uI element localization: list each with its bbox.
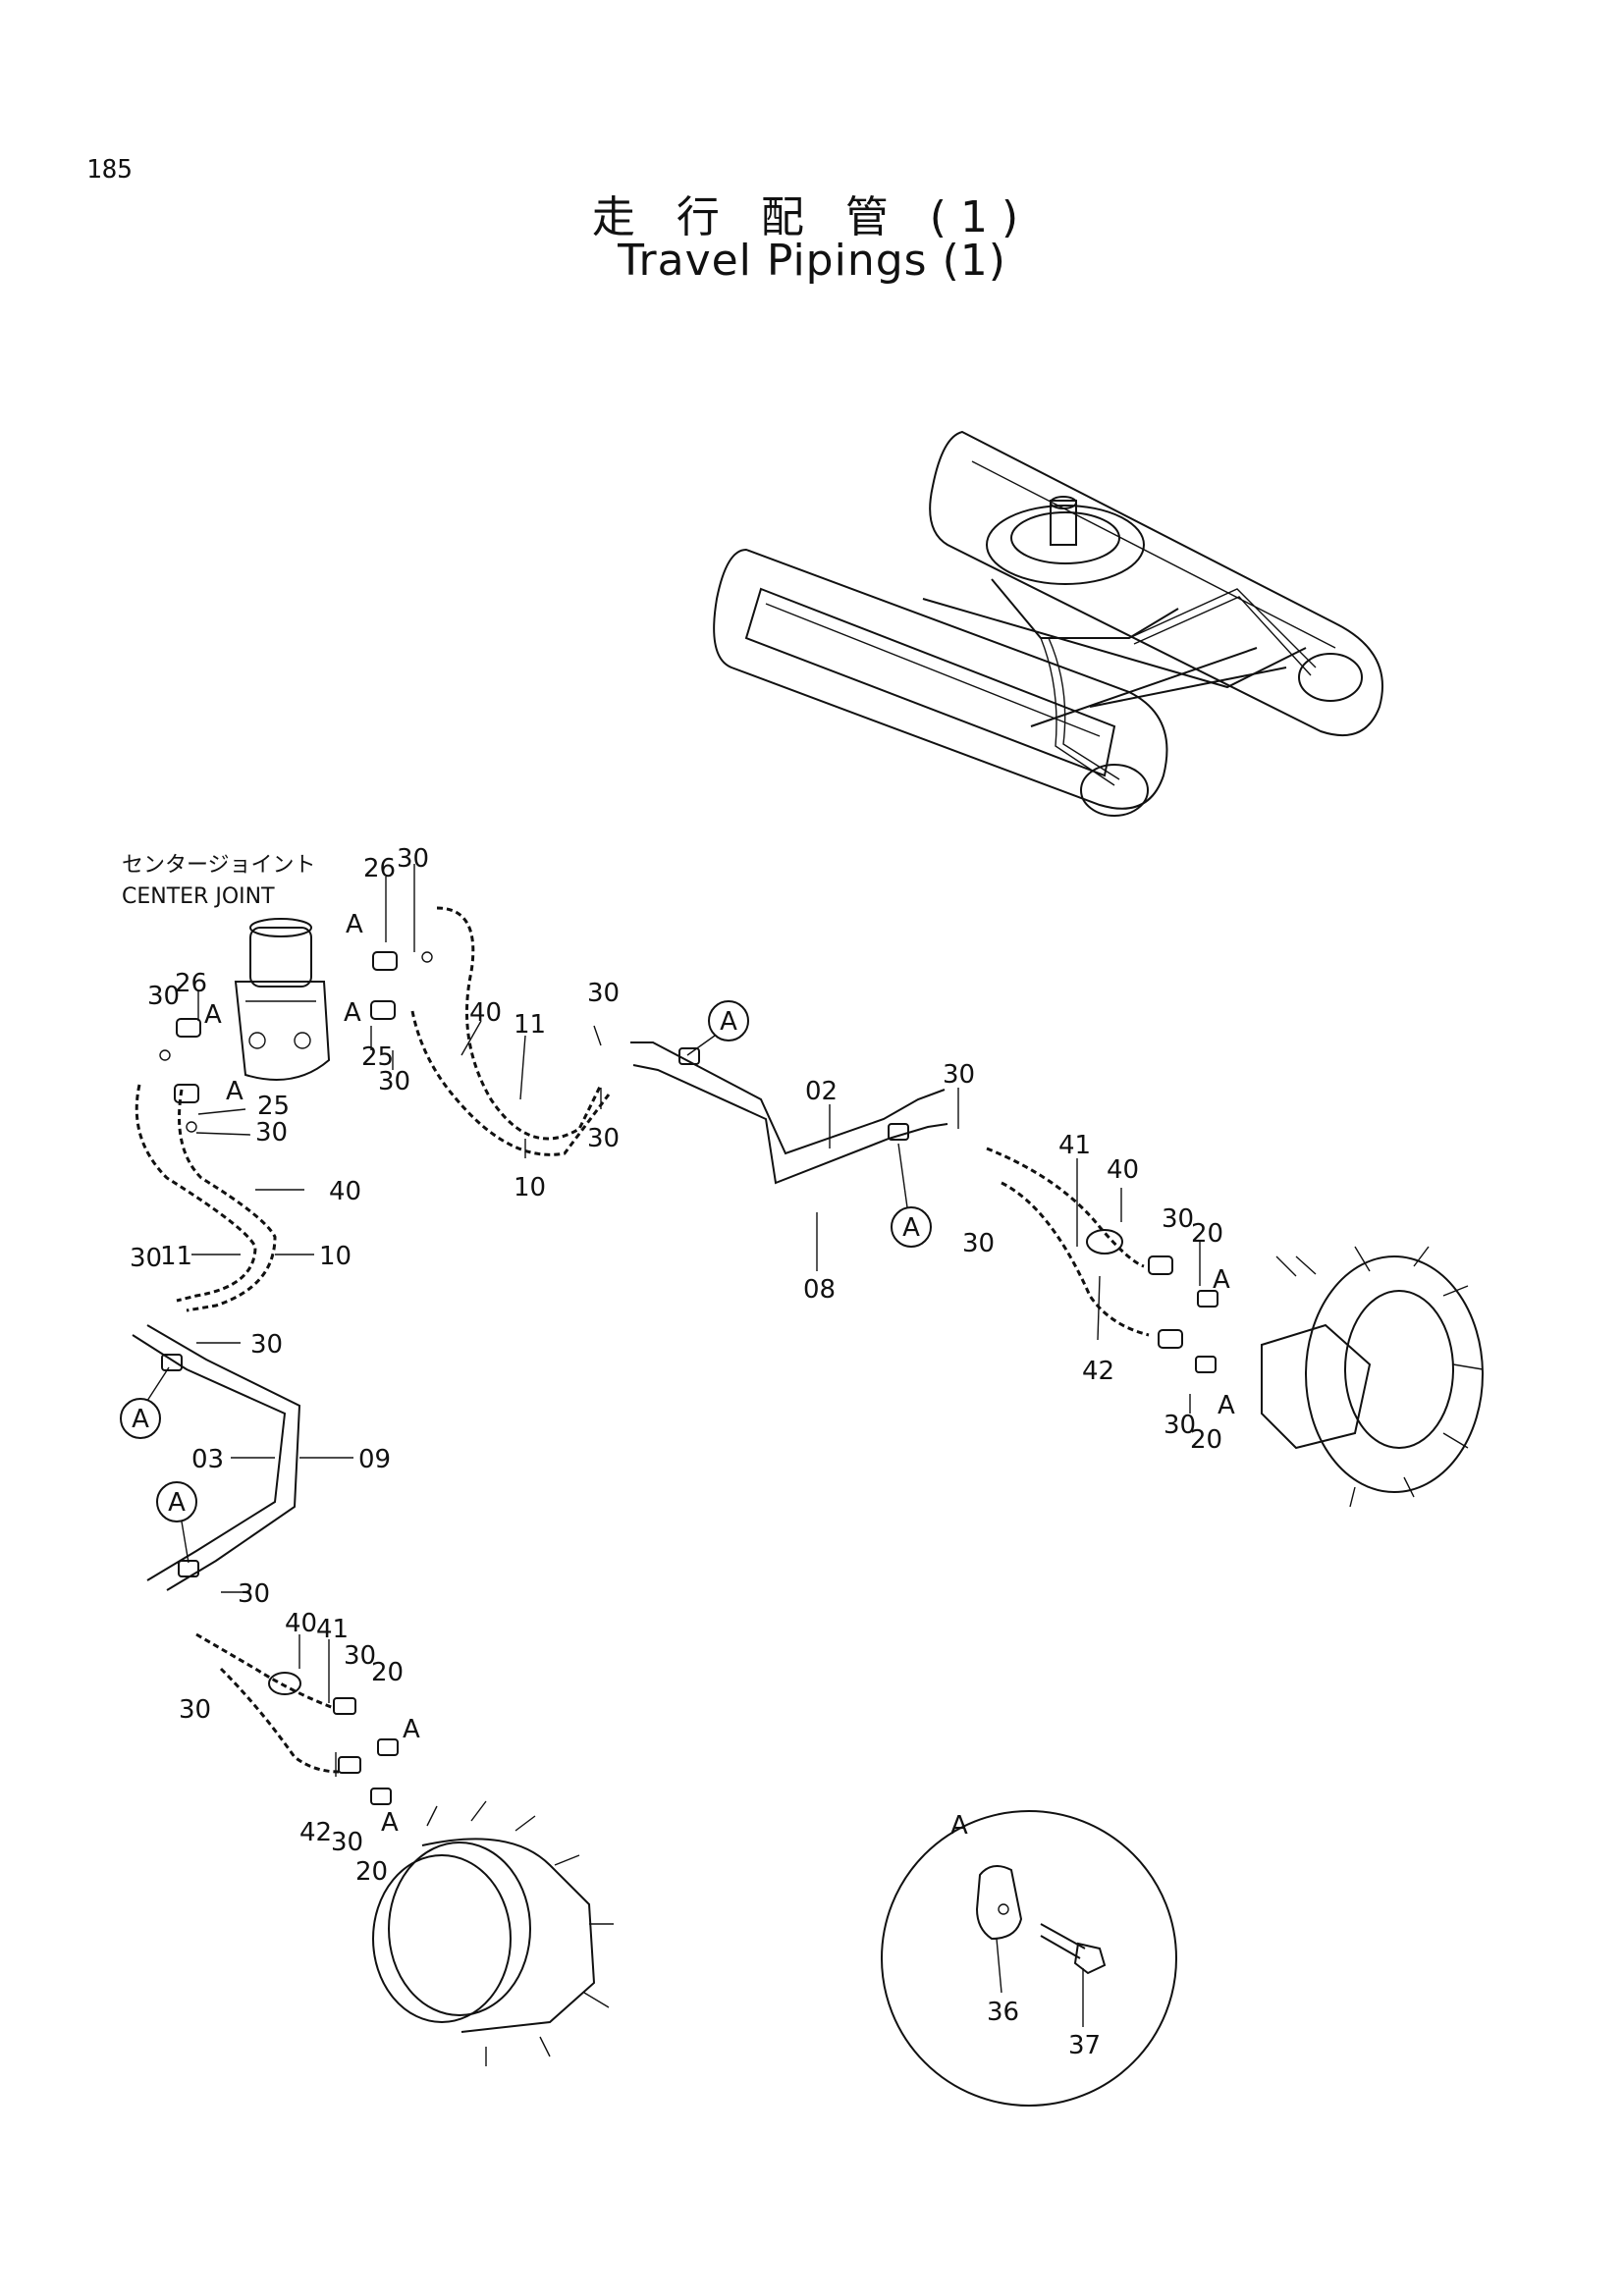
center-joint-fittings	[159, 951, 433, 1133]
callout-26-top: 26	[363, 854, 396, 883]
callout-11-top: 11	[514, 1010, 546, 1040]
callout-20-right: 20	[1191, 1219, 1223, 1249]
detail-a-label: A	[950, 1811, 968, 1841]
callout-10-left: 10	[319, 1242, 352, 1271]
callout-a-lower2: A	[381, 1808, 399, 1838]
callout-a-left2: A	[226, 1077, 244, 1106]
clamp-marker-left-upper: A	[120, 1366, 170, 1439]
callout-40-lower: 40	[285, 1609, 317, 1638]
hose-left-pair	[135, 1084, 277, 1312]
callout-leaders	[191, 864, 1201, 1777]
callout-03: 03	[191, 1445, 224, 1474]
callout-10-top: 10	[514, 1173, 546, 1202]
callout-30-top3: 30	[587, 979, 620, 1008]
undercarriage-overview	[713, 430, 1383, 817]
center-joint-label-en: CENTER JOINT	[122, 884, 275, 909]
callout-26-left: 26	[175, 969, 207, 998]
callout-a-left: A	[204, 1000, 222, 1030]
callout-20-lower: 20	[371, 1658, 404, 1687]
callout-09: 09	[358, 1445, 391, 1474]
callout-40-left: 40	[329, 1177, 361, 1206]
detail-a-view	[881, 1810, 1177, 2107]
callout-30-mid2: 30	[962, 1229, 995, 1258]
callout-30-top2: 30	[378, 1067, 410, 1096]
callout-a-top: A	[346, 910, 363, 939]
callout-30-top4: 30	[587, 1124, 620, 1153]
callout-36: 36	[987, 1998, 1019, 2027]
callout-42-right: 42	[1082, 1357, 1114, 1386]
callout-30-mid: 30	[943, 1060, 975, 1090]
left-travel-motor	[372, 1800, 614, 2066]
page-number: 185	[86, 155, 133, 185]
callout-20-lower2: 20	[355, 1857, 388, 1887]
callout-37: 37	[1068, 2031, 1101, 2060]
center-joint	[234, 918, 331, 1081]
pipe-02-08	[630, 1041, 948, 1185]
svg-text:A: A	[902, 1213, 920, 1243]
clamp-marker-upper: A	[686, 1000, 749, 1056]
callout-40-top: 40	[469, 998, 502, 1028]
right-travel-motor	[1261, 1246, 1484, 1508]
callout-30-left2: 30	[255, 1118, 288, 1148]
callout-42-lower: 42	[299, 1818, 332, 1847]
hose-left-41-42	[195, 1632, 340, 1774]
callout-41-right: 41	[1058, 1131, 1091, 1160]
hose-right-41-42	[986, 1147, 1150, 1337]
page-title-japanese: 走 行 配 管 (1)	[591, 192, 1033, 242]
motor-fittings	[333, 1255, 1218, 1805]
svg-text:A: A	[720, 1007, 737, 1037]
callout-30-right2: 30	[1164, 1411, 1196, 1440]
callout-30-left: 30	[147, 982, 180, 1011]
callout-30-lower: 30	[238, 1579, 270, 1609]
callout-30-left3: 30	[130, 1244, 162, 1273]
callout-30-left4: 30	[250, 1330, 283, 1360]
callout-30-lower4: 30	[331, 1828, 363, 1857]
callout-02: 02	[805, 1077, 838, 1106]
callout-a-top2: A	[344, 998, 361, 1028]
clamp-marker-mid: A	[891, 1143, 932, 1248]
svg-text:A: A	[132, 1405, 149, 1434]
callout-30-top: 30	[397, 844, 429, 874]
hose-upper-pair	[410, 906, 611, 1156]
callout-25-left: 25	[257, 1092, 290, 1121]
callout-30-right: 30	[1162, 1204, 1194, 1234]
callout-25-top: 25	[361, 1042, 394, 1072]
callout-30-lower2: 30	[344, 1641, 376, 1671]
callout-20-right2: 20	[1190, 1425, 1222, 1455]
page-title-english: Travel Pipings (1)	[618, 236, 1006, 286]
center-joint-label-jp: センタージョイント	[122, 853, 316, 878]
clamp-marker-left-lower: A	[156, 1481, 197, 1564]
callout-a-lower: A	[403, 1715, 420, 1744]
callout-08: 08	[803, 1275, 836, 1305]
callout-11-left: 11	[160, 1242, 192, 1271]
part-callouts: 26 30 A A 25 30 40 11 10 30 30 30 26 A A…	[130, 844, 1235, 2060]
callout-a-right: A	[1213, 1265, 1230, 1295]
callout-30-lower3: 30	[179, 1695, 211, 1725]
callout-a-right2: A	[1218, 1391, 1235, 1420]
callout-41-lower: 41	[316, 1615, 349, 1644]
svg-text:A: A	[168, 1488, 186, 1518]
callout-40-right: 40	[1107, 1155, 1139, 1185]
